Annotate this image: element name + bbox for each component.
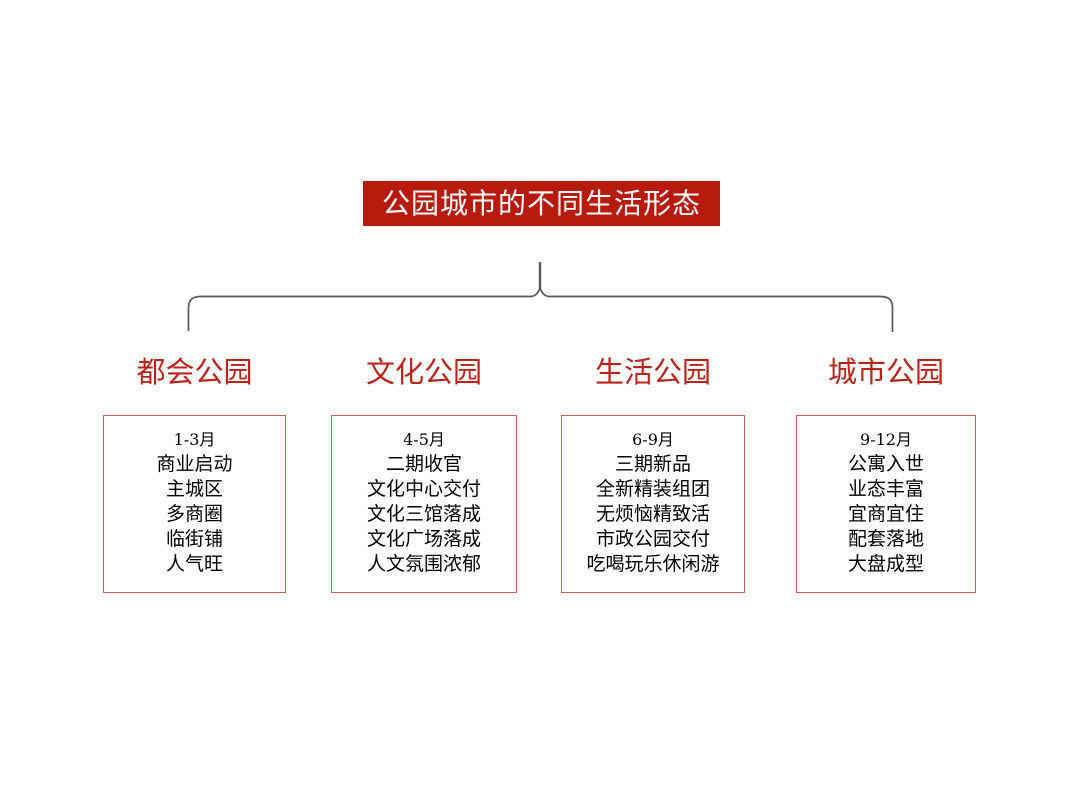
content-box-4: 9-12月 公寓入世 业态丰富 宜商宜住 配套落地 大盘成型 (796, 415, 976, 593)
box-line: 大盘成型 (847, 553, 924, 575)
box-period-2: 4-5月 (403, 430, 445, 449)
content-box-1: 1-3月 商业启动 主城区 多商圈 临街铺 人气旺 (103, 415, 286, 593)
box-line: 文化中心交付 (366, 478, 481, 500)
box-line: 二期收官 (385, 453, 462, 475)
box-line: 业态丰富 (847, 478, 924, 500)
box-line: 文化广场落成 (366, 528, 481, 550)
content-box-3: 6-9月 三期新品 全新精装组团 无烦恼精致活 市政公园交付 吃喝玩乐休闲游 (561, 415, 745, 593)
content-box-2: 4-5月 二期收官 文化中心交付 文化三馆落成 文化广场落成 人文氛围浓郁 (331, 415, 517, 593)
column-heading-2: 文化公园 (365, 355, 482, 389)
column-heading-1: 都会公园 (136, 355, 253, 389)
box-lines-2: 二期收官 文化中心交付 文化三馆落成 文化广场落成 人文氛围浓郁 (367, 452, 481, 577)
box-line: 全新精装组团 (595, 478, 710, 500)
slide-title-text: 公园城市的不同生活形态 (381, 186, 701, 220)
box-line: 主城区 (165, 478, 223, 500)
box-line: 宜商宜住 (847, 503, 924, 525)
box-line: 三期新品 (614, 453, 691, 475)
box-lines-4: 公寓入世 业态丰富 宜商宜住 配套落地 大盘成型 (848, 452, 924, 577)
box-period-3: 6-9月 (632, 430, 674, 449)
box-line: 人文氛围浓郁 (366, 553, 481, 575)
box-lines-3: 三期新品 全新精装组团 无烦恼精致活 市政公园交付 吃喝玩乐休闲游 (586, 452, 719, 577)
box-period-4: 9-12月 (860, 430, 912, 449)
box-lines-1: 商业启动 主城区 多商圈 临街铺 人气旺 (156, 452, 232, 577)
box-line: 临街铺 (165, 528, 223, 550)
box-line: 市政公园交付 (595, 528, 710, 550)
column-heading-3: 生活公园 (594, 355, 711, 389)
box-line: 公寓入世 (847, 453, 924, 475)
box-line: 吃喝玩乐休闲游 (586, 553, 720, 575)
box-line: 无烦恼精致活 (595, 503, 710, 525)
box-line: 人气旺 (165, 553, 223, 575)
box-line: 文化三馆落成 (366, 503, 481, 525)
box-line: 商业启动 (156, 453, 233, 475)
column-heading-4: 城市公园 (827, 355, 944, 389)
slide-title-banner: 公园城市的不同生活形态 (363, 181, 720, 226)
box-period-1: 1-3月 (173, 430, 216, 449)
box-line: 多商圈 (165, 503, 223, 525)
box-line: 配套落地 (847, 528, 924, 550)
